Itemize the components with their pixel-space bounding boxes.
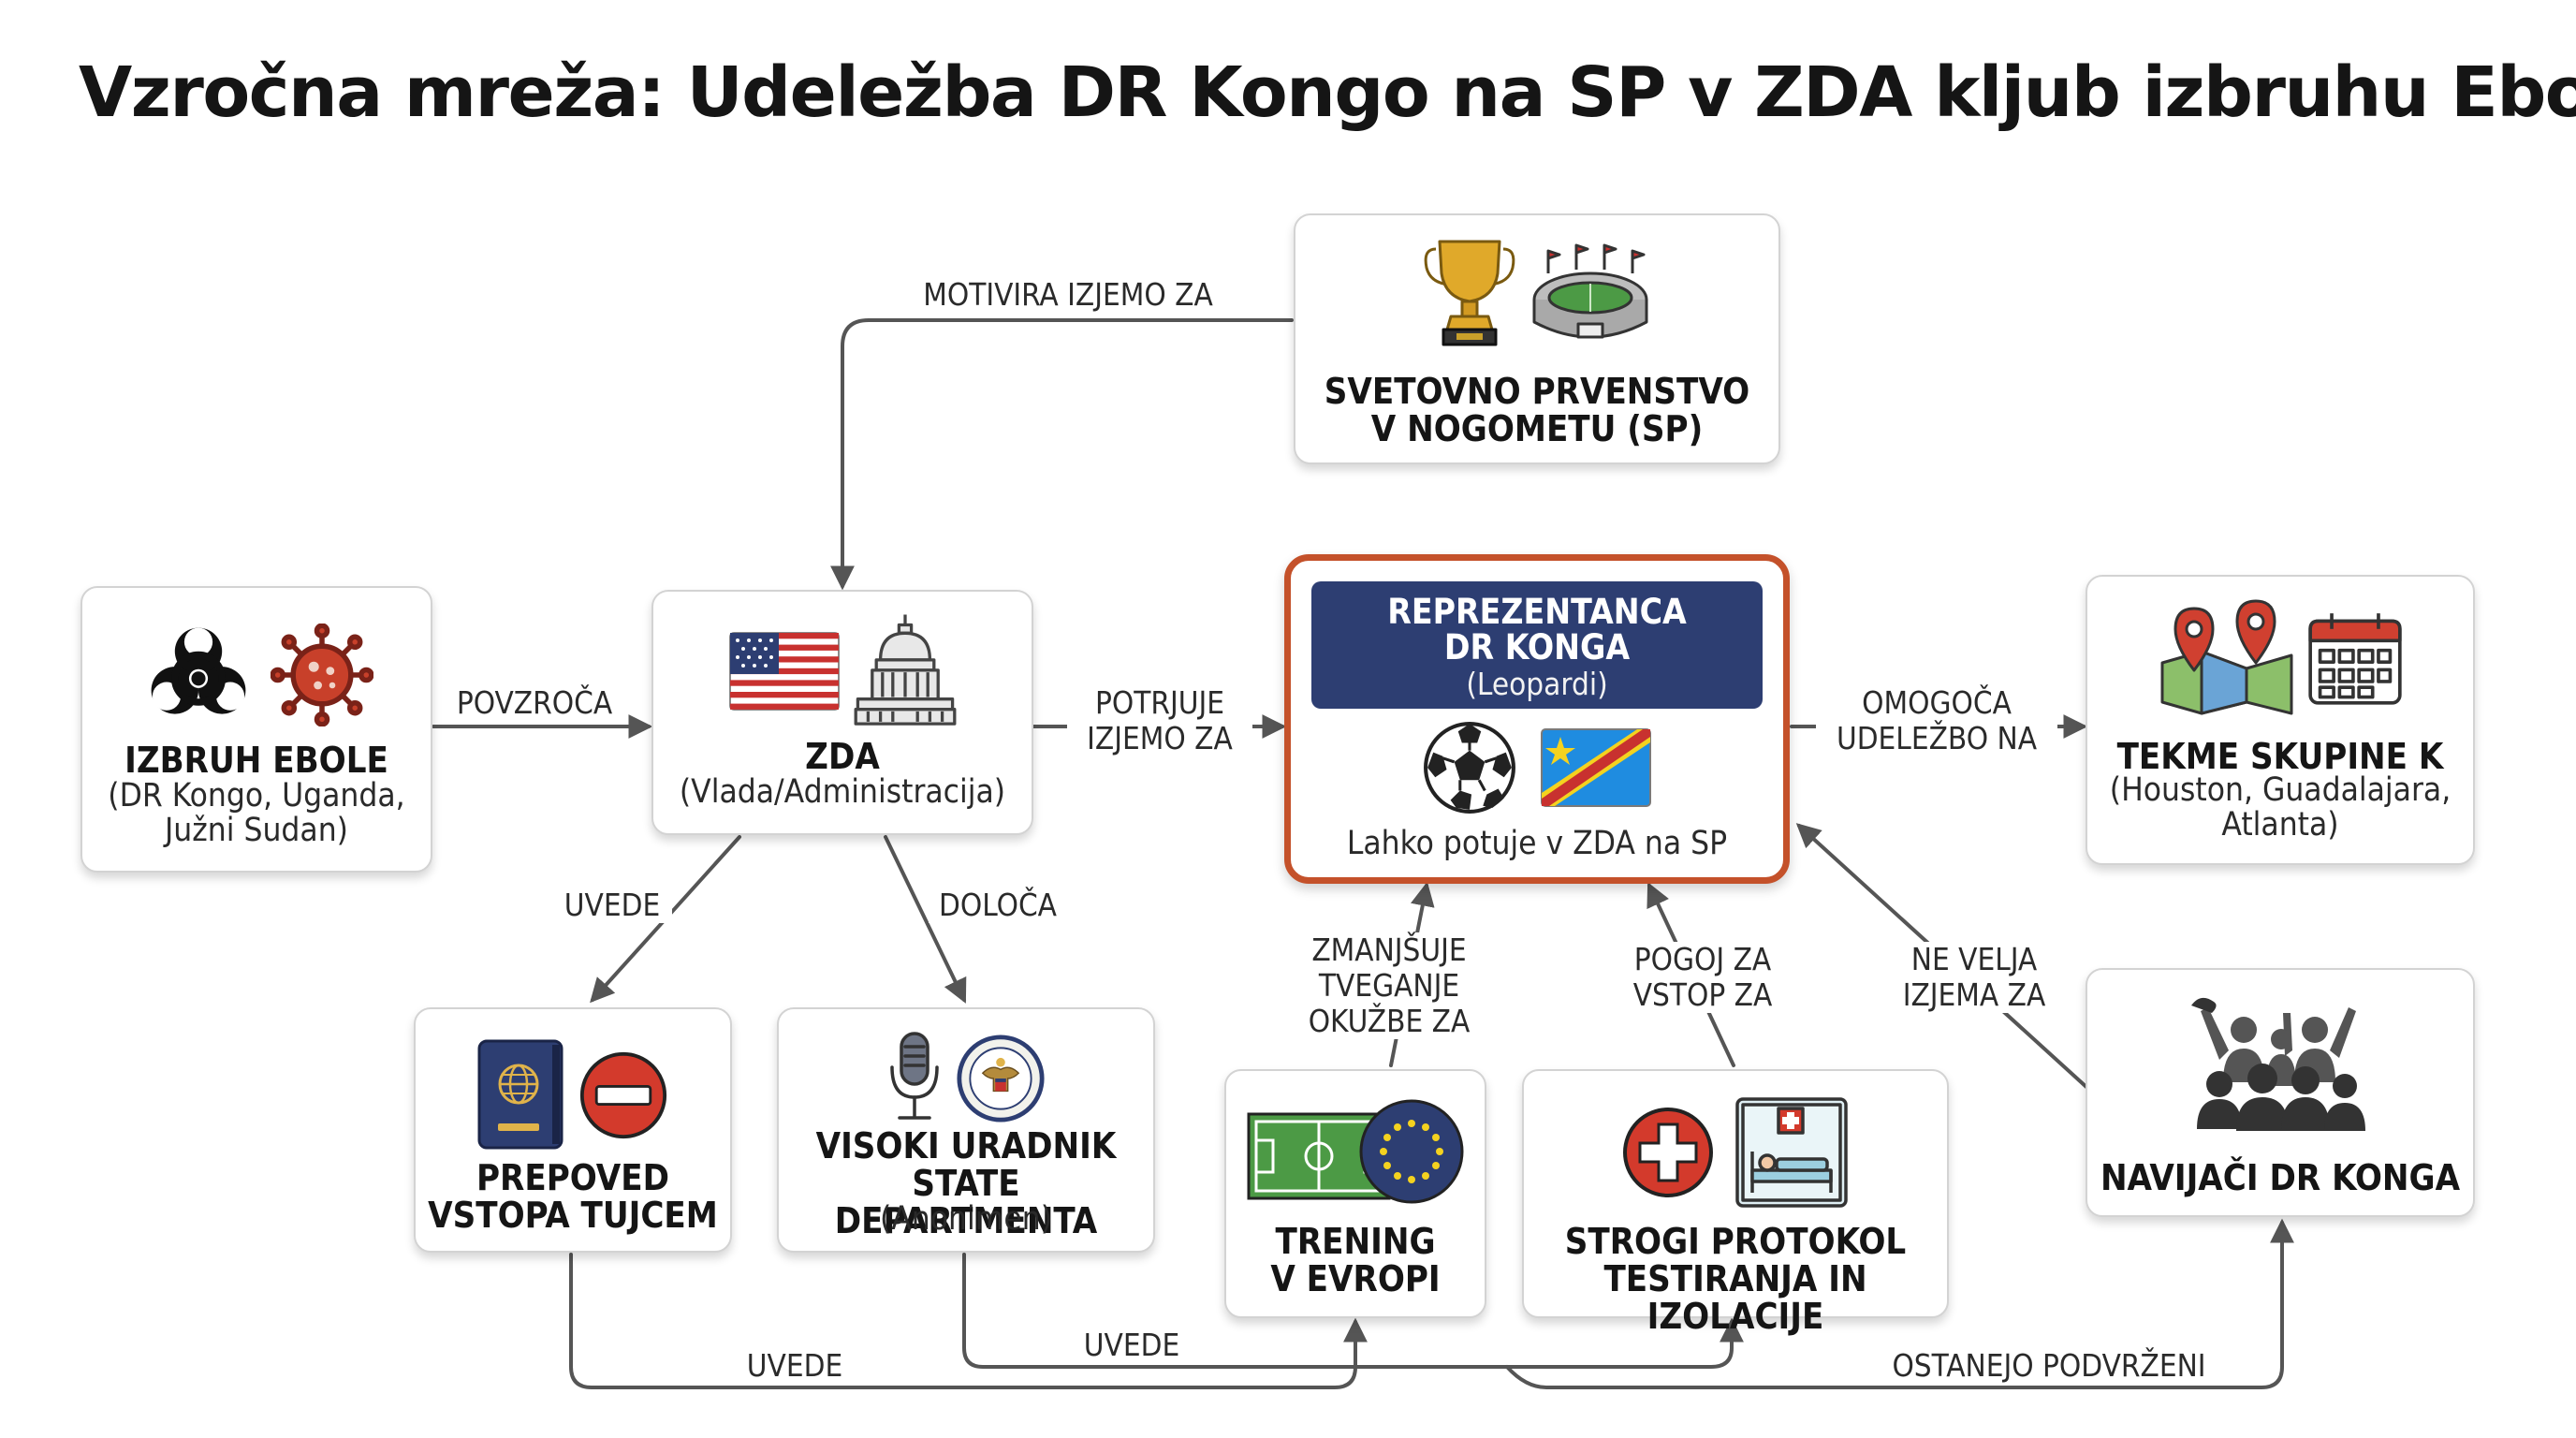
team-note: Lahko potuje v ZDA na SP — [1346, 825, 1728, 862]
edge-label-ban-fans: OSTANEJO PODVRŽENI — [1872, 1348, 2226, 1384]
map-pins-icon — [2160, 599, 2293, 715]
drc-flag-icon — [1541, 728, 1651, 807]
edge-label-protocol-team: POGOJ ZA VSTOP ZA — [1610, 942, 1795, 1013]
no-entry-icon — [579, 1051, 667, 1139]
passport-icon — [477, 1039, 564, 1150]
node-entry-ban: PREPOVED VSTOPA TUJCEM — [414, 1007, 732, 1253]
edge-ban-training — [569, 1253, 1368, 1389]
edge-label-team-matches: OMOGOČA UDELEŽBO NA — [1816, 685, 2057, 756]
edge-wc-usa — [830, 318, 1294, 591]
stadium-icon — [1532, 243, 1648, 339]
edge-label-official-protocol: UVEDE — [1067, 1328, 1196, 1363]
eu-flag-icon — [1359, 1099, 1464, 1204]
node-drc-team: REPREZENTANCA DR KONGA (Leopardi) — [1284, 554, 1790, 884]
diagram-title: Vzročna mreža: Udeležba DR Kongo na SP v… — [79, 52, 2576, 133]
node-group-matches: TEKME SKUPINE K (Houston, Guadalajara, A… — [2086, 575, 2475, 865]
edge-label-usa-team: POTRJUJE IZJEMO ZA — [1067, 685, 1252, 756]
node-world-cup: SVETOVNO PRVENSTVO V NOGOMETU (SP) — [1294, 213, 1780, 464]
usa-title: ZDA — [805, 736, 880, 777]
node-state-dept-official: VISOKI URADNIK STATE DEPARTMENTA (Anonim… — [777, 1007, 1155, 1253]
official-subtitle: (Anonimen) — [879, 1200, 1053, 1238]
node-ebola-outbreak: IZBRUH EBOLE (DR Kongo, Uganda, Južni Su… — [80, 586, 432, 873]
edge-label-ebola-usa: POVZROČA — [442, 685, 627, 721]
ebola-title: IZBRUH EBOLE — [124, 740, 388, 781]
football-icon — [1424, 722, 1515, 814]
capitol-icon — [854, 614, 957, 726]
trophy-icon — [1424, 240, 1515, 346]
worldcup-title: SVETOVNO PRVENSTVO V NOGOMETU (SP) — [1324, 371, 1750, 449]
node-training-europe: TRENING V EVROPI — [1224, 1069, 1486, 1318]
usa-subtitle: (Vlada/Administracija) — [679, 773, 1006, 811]
edge-usa-official — [884, 835, 967, 1004]
us-flag-icon — [729, 632, 840, 711]
calendar-icon — [2308, 613, 2402, 705]
node-testing-protocol: STROGI PROTOKOL TESTIRANJA IN IZOLACIJE — [1522, 1069, 1949, 1335]
edge-label-wc-usa: MOTIVIRA IZJEMO ZA — [900, 277, 1236, 313]
football-pitch-icon — [1247, 1099, 1464, 1204]
ban-title: PREPOVED VSTOPA TUJCEM — [428, 1157, 718, 1236]
edge-official-protocol — [962, 1253, 1744, 1369]
edge-label-usa-official: DOLOČA — [929, 888, 1067, 923]
edge-label-usa-ban: UVEDE — [552, 888, 672, 923]
node-drc-fans: NAVIJAČI DR KONGA — [2086, 968, 2475, 1217]
team-subtitle: (Leopardi) — [1466, 666, 1608, 702]
microphone-icon — [890, 1032, 939, 1120]
matches-title: TEKME SKUPINE K — [2116, 736, 2444, 777]
crowd-icon — [2191, 997, 2365, 1131]
state-dept-seal-icon — [957, 1034, 1045, 1123]
matches-subtitle: (Houston, Guadalajara, Atlanta) — [2109, 771, 2452, 844]
node-usa-government: ZDA (Vlada/Administracija) — [651, 590, 1033, 835]
protocol-title: STROGI PROTOKOL TESTIRANJA IN IZOLACIJE — [1564, 1221, 1907, 1337]
edge-ban-fans — [1505, 1218, 2294, 1389]
virus-icon — [271, 624, 373, 726]
edge-label-fans-team: NE VELJA IZJEMA ZA — [1881, 942, 2067, 1013]
biohazard-icon — [151, 627, 246, 714]
edge-label-ban-training: UVEDE — [730, 1348, 859, 1384]
medical-cross-icon — [1623, 1108, 1713, 1197]
ebola-subtitle: (DR Kongo, Uganda, Južni Sudan) — [108, 777, 405, 849]
training-title: TRENING V EVROPI — [1270, 1221, 1441, 1299]
isolation-ward-icon — [1735, 1097, 1848, 1208]
fans-title: NAVIJAČI DR KONGA — [2100, 1157, 2461, 1198]
edge-label-training-team: ZMANJŠUJE TVEGANJE OKUŽBE ZA — [1292, 932, 1486, 1039]
team-banner: REPREZENTANCA DR KONGA (Leopardi) — [1311, 581, 1763, 709]
team-title: REPREZENTANCA DR KONGA — [1387, 592, 1687, 668]
official-title: VISOKI URADNIK STATE DEPARTMENTA — [815, 1125, 1117, 1241]
